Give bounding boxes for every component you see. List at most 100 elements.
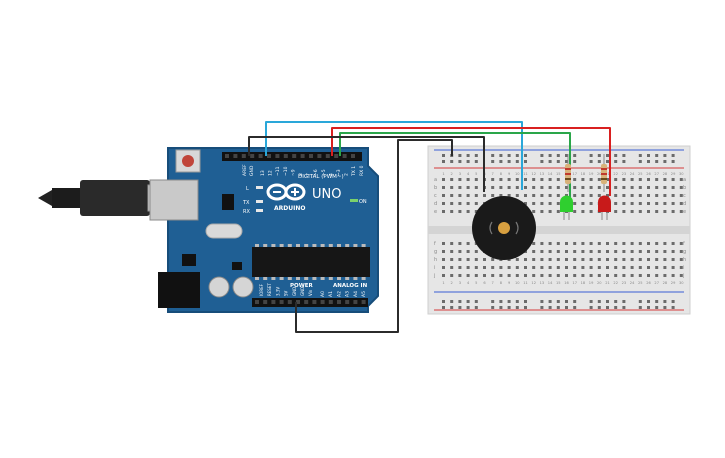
rail-hole[interactable] [606, 160, 609, 163]
terminal-hole[interactable] [548, 202, 552, 205]
terminal-hole[interactable] [474, 266, 478, 269]
terminal-hole[interactable] [491, 258, 495, 261]
terminal-hole[interactable] [540, 258, 544, 261]
terminal-hole[interactable] [474, 274, 478, 277]
rail-hole[interactable] [515, 306, 519, 309]
rail-hole[interactable] [589, 160, 593, 163]
wire-black-gnd[interactable] [295, 139, 453, 333]
terminal-hole[interactable] [524, 258, 527, 261]
rail-hole[interactable] [638, 160, 642, 163]
terminal-hole[interactable] [565, 242, 568, 245]
terminal-hole[interactable] [532, 242, 536, 245]
terminal-hole[interactable] [622, 250, 626, 253]
terminal-hole[interactable] [491, 186, 495, 189]
terminal-hole[interactable] [630, 186, 634, 189]
rail-hole[interactable] [474, 160, 478, 163]
terminal-hole[interactable] [663, 266, 667, 269]
terminal-hole[interactable] [655, 202, 659, 205]
rail-hole[interactable] [442, 154, 445, 157]
terminal-hole[interactable] [647, 186, 650, 189]
header-hole[interactable] [312, 300, 317, 304]
terminal-hole[interactable] [647, 202, 650, 205]
rail-hole[interactable] [614, 306, 618, 309]
terminal-hole[interactable] [630, 194, 634, 197]
terminal-hole[interactable] [581, 266, 585, 269]
terminal-hole[interactable] [647, 194, 650, 197]
terminal-hole[interactable] [597, 266, 601, 269]
rail-hole[interactable] [458, 160, 462, 163]
rail-hole[interactable] [499, 154, 503, 157]
terminal-hole[interactable] [581, 178, 585, 181]
terminal-hole[interactable] [581, 210, 585, 213]
terminal-hole[interactable] [540, 266, 544, 269]
rail-hole[interactable] [671, 154, 675, 157]
terminal-hole[interactable] [466, 178, 470, 181]
rail-hole[interactable] [499, 160, 503, 163]
terminal-hole[interactable] [606, 178, 609, 181]
terminal-hole[interactable] [556, 210, 560, 213]
terminal-hole[interactable] [679, 266, 683, 269]
terminal-hole[interactable] [630, 250, 634, 253]
terminal-hole[interactable] [466, 210, 470, 213]
terminal-hole[interactable] [597, 186, 601, 189]
header-hole[interactable] [320, 300, 325, 304]
terminal-hole[interactable] [491, 274, 495, 277]
header-hole[interactable] [334, 154, 339, 158]
terminal-hole[interactable] [589, 194, 593, 197]
rail-hole[interactable] [573, 154, 577, 157]
terminal-hole[interactable] [532, 194, 536, 197]
terminal-hole[interactable] [614, 258, 618, 261]
terminal-hole[interactable] [597, 194, 601, 197]
terminal-hole[interactable] [638, 258, 642, 261]
terminal-hole[interactable] [458, 202, 462, 205]
terminal-hole[interactable] [614, 194, 618, 197]
terminal-hole[interactable] [499, 194, 503, 197]
terminal-hole[interactable] [548, 186, 552, 189]
rail-hole[interactable] [442, 300, 445, 303]
rail-hole[interactable] [671, 160, 675, 163]
header-hole[interactable] [296, 300, 300, 304]
terminal-hole[interactable] [548, 210, 552, 213]
terminal-hole[interactable] [458, 250, 462, 253]
terminal-hole[interactable] [679, 194, 683, 197]
terminal-hole[interactable] [671, 242, 675, 245]
rail-hole[interactable] [540, 300, 544, 303]
rail-hole[interactable] [597, 306, 601, 309]
header-hole[interactable] [225, 154, 229, 158]
terminal-hole[interactable] [499, 186, 503, 189]
terminal-hole[interactable] [556, 202, 560, 205]
terminal-hole[interactable] [622, 258, 626, 261]
terminal-hole[interactable] [638, 210, 642, 213]
terminal-hole[interactable] [442, 194, 445, 197]
terminal-hole[interactable] [679, 274, 683, 277]
terminal-hole[interactable] [515, 274, 519, 277]
header-hole[interactable] [271, 300, 276, 304]
rail-hole[interactable] [622, 306, 626, 309]
arduino-board[interactable]: L TX RX ARDUINO UNO ON DIGITAL (PWM~) PO… [149, 147, 379, 313]
terminal-hole[interactable] [573, 258, 577, 261]
terminal-hole[interactable] [581, 242, 585, 245]
header-hole[interactable] [250, 154, 255, 158]
rail-hole[interactable] [647, 154, 650, 157]
terminal-hole[interactable] [573, 186, 577, 189]
rail-hole[interactable] [556, 154, 560, 157]
terminal-hole[interactable] [573, 274, 577, 277]
rail-hole[interactable] [491, 160, 495, 163]
terminal-hole[interactable] [466, 258, 470, 261]
rail-hole[interactable] [655, 306, 659, 309]
rail-hole[interactable] [474, 154, 478, 157]
rail-hole[interactable] [638, 300, 642, 303]
terminal-hole[interactable] [507, 186, 511, 189]
terminal-hole[interactable] [671, 202, 675, 205]
terminal-hole[interactable] [581, 186, 585, 189]
terminal-hole[interactable] [548, 194, 552, 197]
terminal-hole[interactable] [540, 242, 544, 245]
rail-hole[interactable] [515, 154, 519, 157]
terminal-hole[interactable] [589, 266, 593, 269]
terminal-hole[interactable] [458, 210, 462, 213]
terminal-hole[interactable] [450, 242, 454, 245]
terminal-hole[interactable] [458, 258, 462, 261]
rail-hole[interactable] [499, 306, 503, 309]
terminal-hole[interactable] [679, 250, 683, 253]
terminal-hole[interactable] [524, 202, 527, 205]
